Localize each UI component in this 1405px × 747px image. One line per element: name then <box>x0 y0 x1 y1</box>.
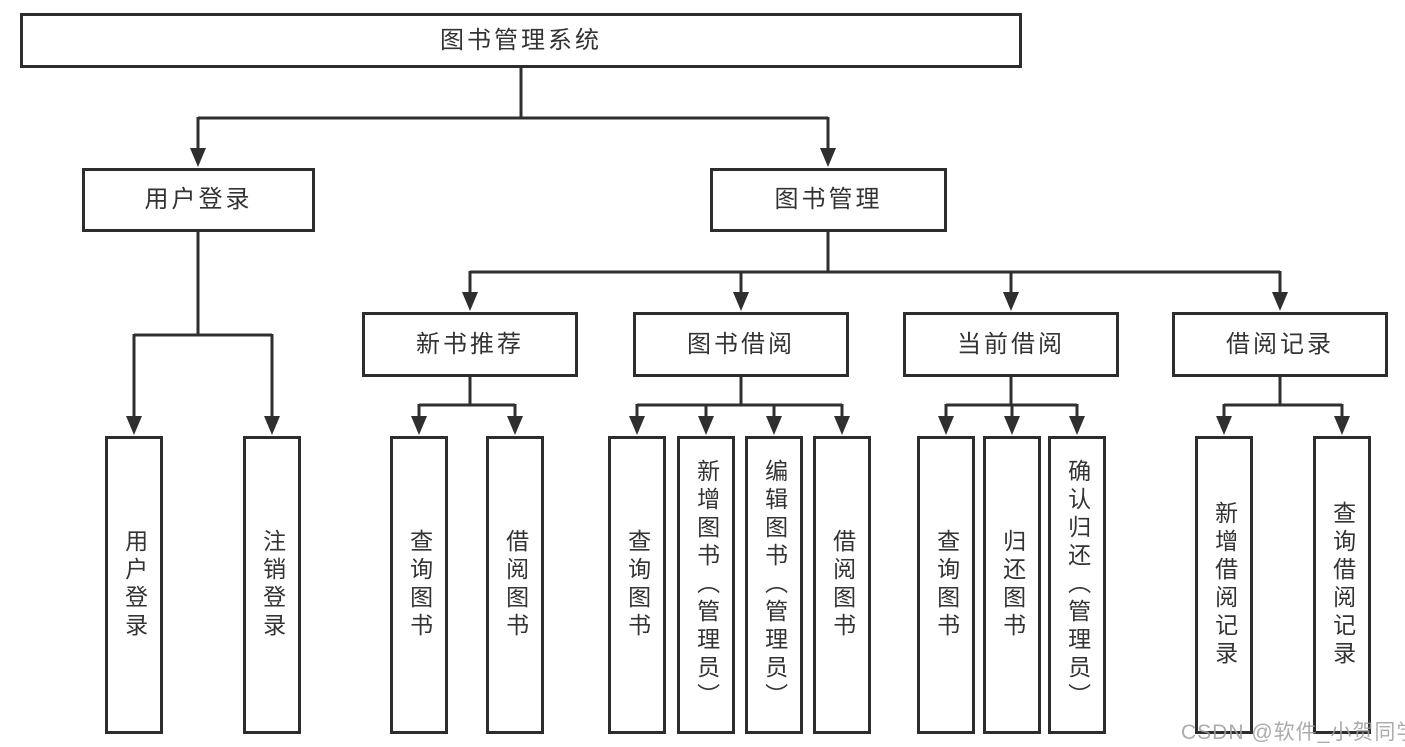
leaf-label: 借阅图书 <box>502 529 529 641</box>
leaf-label: 注销登录 <box>259 529 286 641</box>
leaf-query-books-current: 查询图书 <box>917 436 975 734</box>
node-book-management-branch: 图书管理 <box>710 168 947 232</box>
arrow-down-icon <box>834 416 850 435</box>
arrow-down-icon <box>507 416 523 435</box>
leaf-label: 新增借阅记录 <box>1211 501 1238 669</box>
connector-new-book-recommend-to-leaves <box>411 377 523 435</box>
node-borrow-records: 借阅记录 <box>1172 312 1388 377</box>
leaf-label: 确认归还（管理员） <box>1064 459 1091 711</box>
arrow-down-icon <box>820 148 836 167</box>
arrow-down-icon <box>1334 416 1350 435</box>
arrow-down-icon <box>462 292 478 311</box>
arrow-down-icon <box>1004 416 1020 435</box>
arrow-down-icon <box>698 416 714 435</box>
arrow-down-icon <box>766 416 782 435</box>
node-new-book-recommend: 新书推荐 <box>362 312 578 377</box>
node-user-login-branch: 用户登录 <box>82 168 315 232</box>
connector-root-to-branches <box>190 68 836 167</box>
connector-user-login-to-leaves <box>126 232 280 435</box>
leaf-label: 借阅图书 <box>829 529 856 641</box>
arrow-down-icon <box>1003 292 1019 311</box>
node-book-borrow: 图书借阅 <box>633 312 849 377</box>
leaf-label: 新增图书（管理员） <box>693 459 720 711</box>
leaf-label: 查询图书 <box>406 529 433 641</box>
leaf-logout: 注销登录 <box>243 436 301 734</box>
leaf-query-books-borrow: 查询图书 <box>608 436 666 734</box>
connector-borrow-records-to-leaves <box>1216 377 1350 435</box>
leaf-edit-books-admin: 编辑图书（管理员） <box>745 436 803 734</box>
leaf-label: 查询图书 <box>624 529 651 641</box>
leaf-label: 编辑图书（管理员） <box>761 459 788 711</box>
leaf-return-books: 归还图书 <box>983 436 1041 734</box>
arrow-down-icon <box>733 292 749 311</box>
leaf-add-books-admin: 新增图书（管理员） <box>677 436 735 734</box>
connector-book-management-to-sections <box>462 232 1288 311</box>
arrow-down-icon <box>1069 416 1085 435</box>
leaf-label: 查询图书 <box>933 529 960 641</box>
leaf-query-books-recommend: 查询图书 <box>390 436 448 734</box>
arrow-down-icon <box>1272 292 1288 311</box>
arrow-down-icon <box>190 148 206 167</box>
node-library-management-system: 图书管理系统 <box>20 13 1022 68</box>
leaf-label: 查询借阅记录 <box>1329 501 1356 669</box>
node-current-borrow: 当前借阅 <box>903 312 1119 377</box>
csdn-watermark: CSDN @软件_小贺同学 <box>1181 721 1405 744</box>
arrow-down-icon <box>629 416 645 435</box>
arrow-down-icon <box>938 416 954 435</box>
arrow-down-icon <box>1216 416 1232 435</box>
leaf-confirm-return-admin: 确认归还（管理员） <box>1048 436 1106 734</box>
leaf-borrow-books: 借阅图书 <box>813 436 871 734</box>
connector-book-borrow-to-leaves <box>629 377 850 435</box>
leaf-label: 用户登录 <box>121 529 148 641</box>
leaf-label: 归还图书 <box>999 529 1026 641</box>
arrow-down-icon <box>264 416 280 435</box>
connector-current-borrow-to-leaves <box>938 377 1085 435</box>
arrow-down-icon <box>411 416 427 435</box>
leaf-borrow-books-recommend: 借阅图书 <box>486 436 544 734</box>
leaf-query-borrow-record: 查询借阅记录 <box>1313 436 1371 734</box>
arrow-down-icon <box>126 416 142 435</box>
leaf-user-login: 用户登录 <box>105 436 163 734</box>
leaf-add-borrow-record: 新增借阅记录 <box>1195 436 1253 734</box>
